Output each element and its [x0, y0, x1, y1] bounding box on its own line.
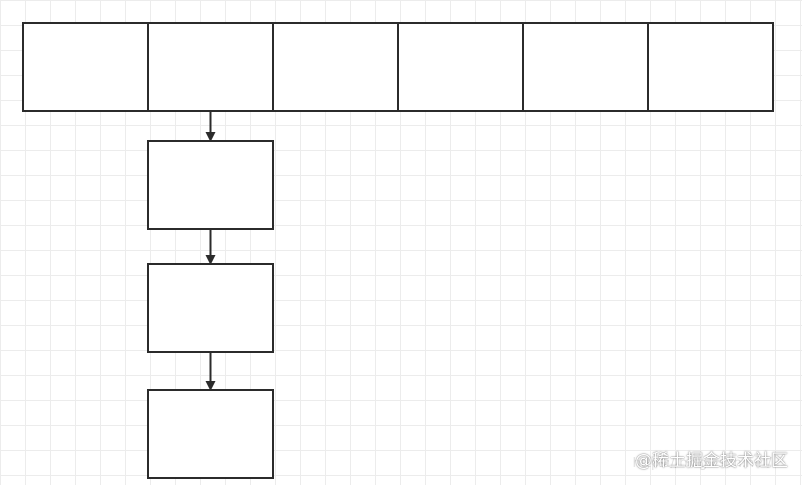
watermark-label: @稀土掘金技术社区: [635, 451, 788, 471]
chain-node-2: [147, 263, 274, 353]
array-cell-2: [147, 22, 274, 112]
array-row: [22, 22, 774, 112]
chain-node-1: [147, 140, 274, 230]
array-cell-1: [22, 22, 149, 112]
array-cell-5: [522, 22, 649, 112]
watermark-url: https://blog.csdn.net/...: [632, 456, 784, 471]
array-cell-4: [397, 22, 524, 112]
array-cell-3: [272, 22, 399, 112]
chain-node-3: [147, 389, 274, 479]
linked-chain: [147, 111, 274, 479]
array-cell-6: [647, 22, 774, 112]
